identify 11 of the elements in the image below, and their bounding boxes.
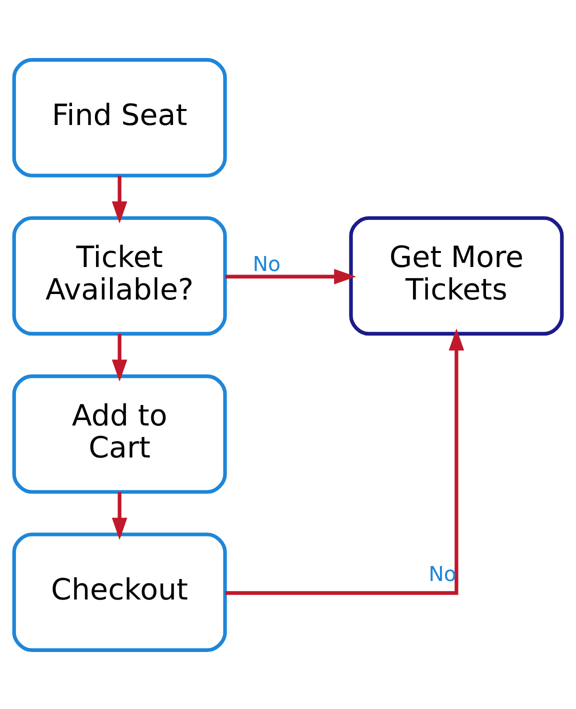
arrow xyxy=(225,268,356,284)
arrow xyxy=(112,492,128,540)
arrow xyxy=(112,175,128,223)
arrow xyxy=(112,333,128,382)
node-box: Get More Tickets xyxy=(349,216,564,336)
node-box: Add to Cart xyxy=(12,374,227,494)
node-box: Find Seat xyxy=(12,58,227,177)
edge-label: No xyxy=(252,252,281,276)
arrow xyxy=(225,328,464,594)
node-box: Ticket Available? xyxy=(12,216,227,336)
node-box: Checkout xyxy=(12,532,227,652)
